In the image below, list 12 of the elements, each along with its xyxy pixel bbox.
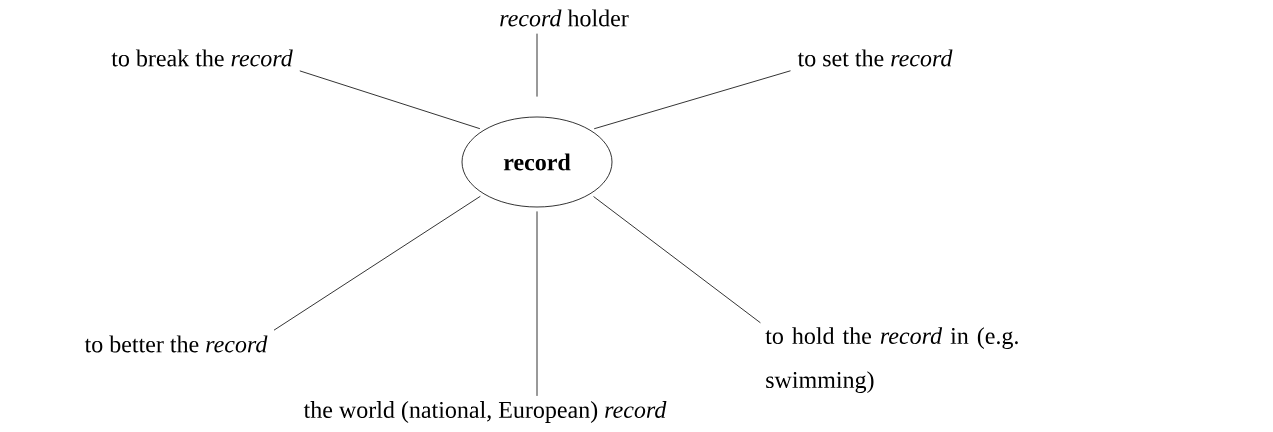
word-label: to break the record [111,49,293,67]
connector-line [273,195,481,331]
connector-line [536,33,538,97]
word-label: record holder [500,9,629,27]
word-label: to hold the record in (e.g. swimming) [765,327,1018,394]
word-label: to set the record [797,49,953,67]
connector-line [593,196,761,324]
word-label: to better the record [84,335,268,353]
connector-line [299,70,481,130]
connector-line [593,70,791,130]
word-label: the world (national, European) record [303,401,667,423]
connector-line [536,211,538,397]
